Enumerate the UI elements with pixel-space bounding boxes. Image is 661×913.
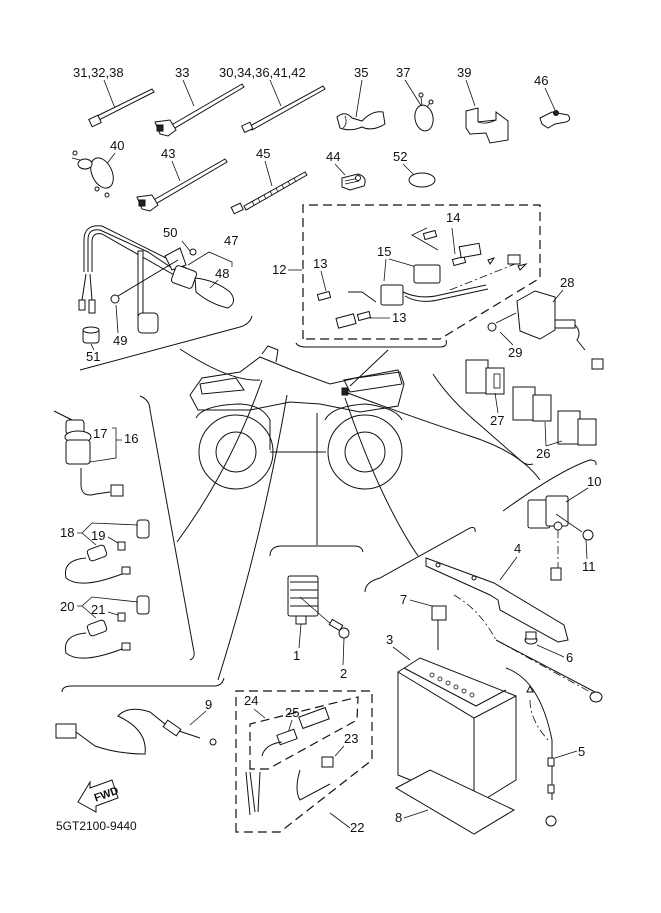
- callout-27[interactable]: 27: [490, 413, 504, 428]
- part-relay-26b[interactable]: [557, 410, 597, 446]
- callout-35[interactable]: 35: [354, 65, 368, 80]
- callout-19[interactable]: 19: [91, 528, 105, 543]
- callout-29[interactable]: 29: [508, 345, 522, 360]
- callout-52[interactable]: 52: [393, 149, 407, 164]
- part-lead-9[interactable]: [55, 708, 217, 755]
- callout-5[interactable]: 8: [395, 810, 402, 825]
- callout-12[interactable]: 12: [272, 262, 286, 277]
- part-grommet-51[interactable]: [82, 326, 100, 344]
- callout-43[interactable]: 43: [161, 146, 175, 161]
- fwd-arrow-icon: FWD: [77, 779, 120, 813]
- part-relay-26a[interactable]: [512, 386, 552, 422]
- part-battery-band-4[interactable]: [425, 557, 569, 643]
- callout-50[interactable]: 50: [163, 225, 177, 240]
- part-cable-tie-30-34-36-41-42[interactable]: 30,34,36,41,42: [219, 65, 326, 134]
- part-band-37[interactable]: 37: [396, 65, 435, 132]
- callout-37[interactable]: 37: [396, 65, 410, 80]
- callout-33[interactable]: 33: [175, 65, 189, 80]
- callout-40[interactable]: 40: [110, 138, 124, 153]
- callout-1[interactable]: 1: [293, 648, 300, 663]
- part-battery-cable-8[interactable]: [505, 667, 557, 827]
- callout-6[interactable]: 6: [566, 650, 573, 665]
- callout-9[interactable]: 9: [205, 697, 212, 712]
- part-battery-3[interactable]: [397, 657, 517, 807]
- part-cable-tie-33[interactable]: 33: [154, 65, 245, 137]
- part-band-40[interactable]: 40: [71, 138, 124, 198]
- diagram-code: 5GT2100-9440: [56, 819, 137, 833]
- callout-44[interactable]: 44: [326, 149, 340, 164]
- callout-20[interactable]: 20: [60, 599, 74, 614]
- callout-46[interactable]: 46: [534, 73, 548, 88]
- part-damper-6[interactable]: [524, 631, 538, 645]
- callout-21[interactable]: 21: [91, 602, 105, 617]
- callout-16[interactable]: 16: [124, 431, 138, 446]
- callout-47[interactable]: 47: [224, 233, 238, 248]
- callout-4[interactable]: 4: [514, 541, 521, 556]
- callout-51[interactable]: 51: [86, 349, 100, 364]
- part-clamp-44[interactable]: 44: [326, 149, 366, 191]
- callout-7[interactable]: 7: [400, 592, 407, 607]
- callout-30-34-36-41-42[interactable]: 30,34,36,41,42: [219, 65, 306, 80]
- part-fuse-box-15[interactable]: [348, 254, 528, 306]
- part-choke-assembly[interactable]: [78, 225, 234, 334]
- callout-3[interactable]: 3: [386, 632, 393, 647]
- part-cable-tie-31-32-38[interactable]: 31,32,38: [73, 65, 155, 128]
- callout-31-32-38[interactable]: 31,32,38: [73, 65, 124, 80]
- callout-15[interactable]: 15: [377, 244, 391, 259]
- callout-10[interactable]: 10: [587, 474, 601, 489]
- part-cable-tie-45[interactable]: 45: [230, 146, 308, 215]
- part-rectifier-regulator-1[interactable]: [287, 575, 350, 639]
- part-main-switch-16[interactable]: [53, 410, 124, 497]
- sub-harness-group-22[interactable]: [235, 690, 373, 833]
- part-battery-cover-5[interactable]: [394, 769, 516, 835]
- part-wire-clamp-35[interactable]: 35: [336, 65, 386, 131]
- callout-8[interactable]: 5: [578, 744, 585, 759]
- callout-2[interactable]: 2: [340, 666, 347, 681]
- callout-11[interactable]: 11: [582, 559, 596, 574]
- callout-24[interactable]: 24: [244, 693, 258, 708]
- callout-45[interactable]: 45: [256, 146, 270, 161]
- callout-18[interactable]: 18: [60, 525, 74, 540]
- callout-39[interactable]: 39: [457, 65, 471, 80]
- callout-28[interactable]: 28: [560, 275, 574, 290]
- part-clamp-46[interactable]: 46: [534, 73, 571, 129]
- part-starter-relay-10[interactable]: [527, 495, 594, 581]
- callout-13a[interactable]: 13: [313, 256, 327, 271]
- part-ignition-coil-28[interactable]: [516, 290, 604, 370]
- atv-illustration: [189, 345, 405, 490]
- part-sensor-20[interactable]: [64, 595, 150, 659]
- callout-13b[interactable]: 13: [392, 310, 406, 325]
- callout-17[interactable]: 17: [93, 426, 107, 441]
- callout-48[interactable]: 48: [215, 266, 229, 281]
- callout-49[interactable]: 49: [113, 333, 127, 348]
- part-sensor-18[interactable]: [64, 519, 150, 584]
- wire-harness-group-12[interactable]: [295, 204, 541, 348]
- callout-22[interactable]: 22: [350, 820, 364, 835]
- part-relay-27[interactable]: [465, 359, 505, 395]
- part-band-52[interactable]: 52: [393, 149, 436, 188]
- callout-23[interactable]: 23: [344, 731, 358, 746]
- part-cable-tie-43[interactable]: 43: [136, 146, 228, 212]
- callout-25[interactable]: 25: [285, 705, 299, 720]
- part-holder-39[interactable]: 39: [457, 65, 509, 144]
- callout-14[interactable]: 14: [446, 210, 460, 225]
- callout-26[interactable]: 26: [536, 446, 550, 461]
